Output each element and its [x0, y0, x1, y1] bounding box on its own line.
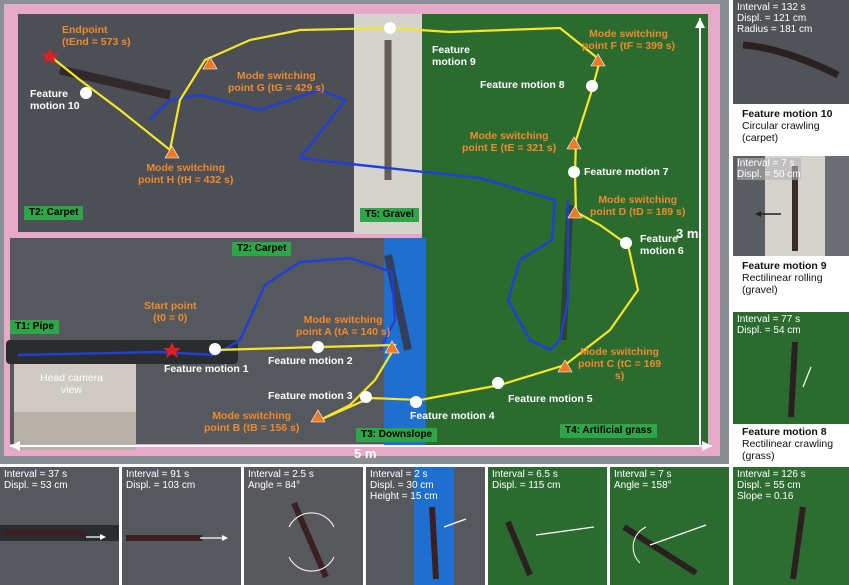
right-caption-1-body: Circular crawling (carpet)	[742, 120, 820, 144]
label-mode-b: Mode switching point B (tB = 156 s)	[204, 410, 300, 434]
bottom-panel-5-text: Interval = 6.5 s Displ. = 115 cm	[492, 469, 561, 491]
bottom-panel-5: Interval = 6.5 s Displ. = 115 cm	[488, 467, 607, 585]
feature-dot-8	[586, 80, 598, 92]
right-caption-3-body: Rectilinear crawling (grass)	[742, 438, 834, 462]
bottom-panel-3: Interval = 2.5 s Angle = 84°	[244, 467, 363, 585]
arena-photo: Endpoint (tEnd = 573 s) Feature motion 1…	[0, 0, 729, 464]
right-caption-2-title: Feature motion 9	[742, 260, 827, 272]
label-mode-h: Mode switching point H (tH = 432 s)	[138, 162, 234, 186]
right-panel-3-text: Interval = 77 s Displ. = 54 cm	[737, 314, 801, 336]
right-panel-2: Interval = 7 s Displ. = 50 cm	[733, 156, 849, 256]
label-mode-g: Mode switching point G (tG = 429 s)	[228, 70, 325, 94]
mode-marker-c	[557, 359, 573, 373]
right-panel-1-text: Interval = 132 s Displ. = 121 cm Radius …	[737, 2, 813, 35]
right-panel-4: Interval = 126 s Displ. = 55 cm Slope = …	[733, 467, 849, 585]
carpet-top	[18, 14, 356, 232]
label-mode-f: Mode switching point F (tF = 399 s)	[582, 28, 676, 52]
blue-trajectory	[17, 88, 570, 357]
mode-marker-f	[590, 53, 606, 67]
bottom-panel-2: Interval = 91 s Displ. = 103 cm	[122, 467, 241, 585]
label-mode-a: Mode switching point A (tA = 140 s)	[296, 314, 391, 338]
bottom-panel-1-text: Interval = 37 s Displ. = 53 cm	[4, 469, 68, 491]
tag-carpet-top: T2: Carpet	[24, 206, 84, 220]
mode-marker-e	[566, 136, 582, 150]
right-panel-3: Interval = 77 s Displ. = 54 cm	[733, 312, 849, 424]
right-panel-1: Interval = 132 s Displ. = 121 cm Radius …	[733, 0, 849, 104]
label-start-point: Start point (t0 = 0)	[144, 300, 197, 324]
label-feature-motion-1: Feature motion 1	[164, 363, 249, 375]
mode-marker-h	[164, 145, 180, 159]
startpoint-star	[163, 342, 181, 358]
grass-area	[422, 14, 708, 446]
feature-dot-7	[568, 166, 580, 178]
feature-dot-1	[209, 343, 221, 355]
tag-gravel: T5: Gravel	[360, 208, 419, 222]
tag-pipe: T1: Pipe	[10, 320, 59, 334]
dimension-3m: 3 m	[676, 226, 699, 241]
dimension-5m: 5 m	[354, 446, 377, 461]
bottom-panel-1: Interval = 37 s Displ. = 53 cm	[0, 467, 119, 585]
label-mode-d: Mode switching point D (tD = 189 s)	[590, 194, 686, 218]
label-mode-e: Mode switching point E (tE = 321 s)	[462, 130, 557, 154]
arena-scene	[0, 0, 729, 464]
endpoint-star	[41, 48, 59, 64]
feature-dot-4	[410, 396, 422, 408]
right-panel-2-text: Interval = 7 s Displ. = 50 cm	[737, 158, 801, 180]
label-feature-motion-8: Feature motion 8	[480, 79, 565, 91]
feature-dot-3	[360, 391, 372, 403]
bottom-panel-4-text: Interval = 2 s Displ. = 30 cm Height = 1…	[370, 469, 438, 502]
right-caption-3: Feature motion 8 Rectilinear crawling (g…	[742, 426, 833, 462]
tag-downslope: T3: Downslope	[356, 428, 438, 442]
label-head-camera: Head camera view	[40, 372, 104, 396]
label-feature-motion-5: Feature motion 5	[508, 393, 593, 405]
label-feature-motion-10: Feature motion 10	[30, 88, 80, 112]
mode-marker-d	[567, 205, 583, 219]
bottom-panel-4: Interval = 2 s Displ. = 30 cm Height = 1…	[366, 467, 485, 585]
bottom-panel-6: Interval = 7 s Angle = 158°	[610, 467, 729, 585]
endpoint-label: Endpoint	[62, 24, 108, 36]
right-caption-3-title: Feature motion 8	[742, 426, 827, 438]
label-feature-motion-3: Feature motion 3	[268, 390, 353, 402]
feature-dot-5	[492, 377, 504, 389]
feature-dot-9	[384, 22, 396, 34]
right-caption-1: Feature motion 10 Circular crawling (car…	[742, 108, 832, 144]
label-feature-motion-6: Feature motion 6	[640, 233, 684, 257]
right-caption-2: Feature motion 9 Rectilinear rolling (gr…	[742, 260, 827, 296]
feature-dot-2	[312, 341, 324, 353]
label-feature-motion-2: Feature motion 2	[268, 355, 353, 367]
right-panel-4-text: Interval = 126 s Displ. = 55 cm Slope = …	[737, 469, 806, 502]
right-caption-1-title: Feature motion 10	[742, 108, 833, 120]
feature-dot-6	[620, 237, 632, 249]
bottom-panel-2-text: Interval = 91 s Displ. = 103 cm	[126, 469, 196, 491]
label-feature-motion-7: Feature motion 7	[584, 166, 669, 178]
mode-marker-b	[310, 409, 326, 423]
mode-marker-g	[202, 56, 218, 70]
label-mode-c: Mode switching point C (tC = 169 s)	[578, 346, 662, 382]
endpoint-time: (tEnd = 573 s)	[62, 36, 131, 48]
right-caption-2-body: Rectilinear rolling (gravel)	[742, 272, 823, 296]
mode-marker-a	[384, 340, 400, 354]
tag-carpet-mid: T2: Carpet	[232, 242, 292, 256]
tag-grass: T4: Artificial grass	[560, 424, 657, 438]
bottom-panel-6-text: Interval = 7 s Angle = 158°	[614, 469, 672, 491]
label-feature-motion-4: Feature motion 4	[410, 410, 495, 422]
feature-dot-10	[80, 87, 92, 99]
bottom-panel-3-text: Interval = 2.5 s Angle = 84°	[248, 469, 314, 491]
label-feature-motion-9: Feature motion 9	[432, 44, 476, 68]
